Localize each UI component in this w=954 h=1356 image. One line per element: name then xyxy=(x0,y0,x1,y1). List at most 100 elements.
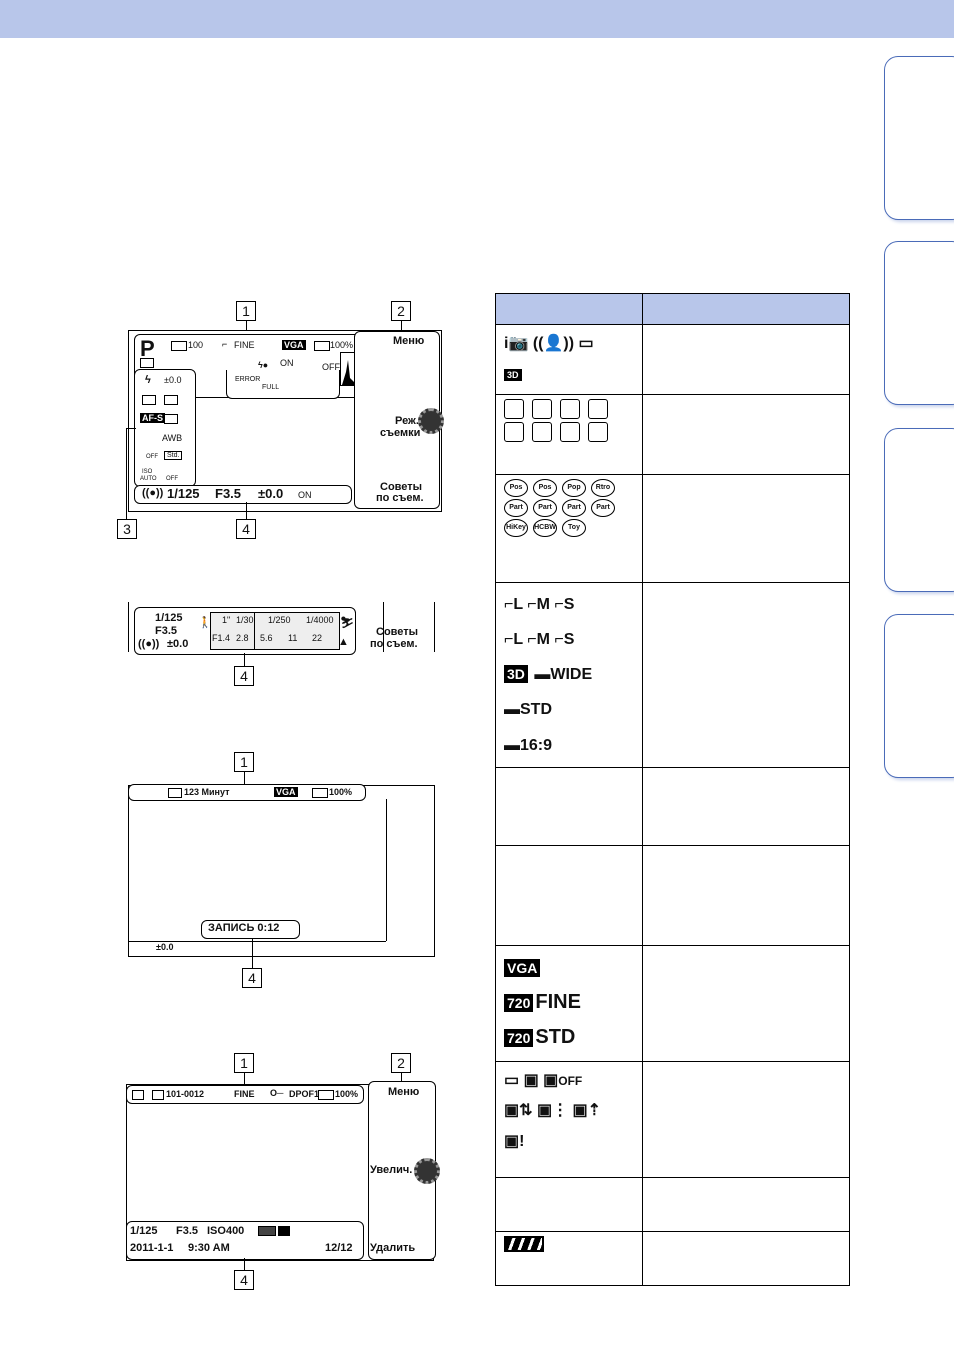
std-icon: STD xyxy=(520,701,552,719)
row-empty xyxy=(495,1176,643,1232)
effect-pill: Toy xyxy=(562,518,586,537)
vga-icon: VGA xyxy=(504,958,541,977)
size-m: M xyxy=(536,595,550,613)
scale-top-1: 1/30 xyxy=(236,615,254,625)
date: 2011-1-1 xyxy=(130,1242,174,1254)
scale-box xyxy=(210,612,340,650)
steady-shot-icon: ((●)) xyxy=(142,487,164,499)
scale-bottom-2: 5.6 xyxy=(260,633,273,643)
callout-4d: 4 xyxy=(234,1270,254,1290)
720-icon: 720 xyxy=(504,993,534,1012)
bottom-info-bar xyxy=(134,485,352,504)
tips-line1-2[interactable]: Советы xyxy=(376,626,419,638)
side-tab-4[interactable] xyxy=(884,614,954,778)
aspect-icon: ⌐ xyxy=(222,339,228,349)
error-label: ERROR xyxy=(235,376,261,383)
creative-style: Std. xyxy=(164,451,183,460)
scale-top-0: 1" xyxy=(222,615,231,625)
time: 9:30 AM xyxy=(188,1242,230,1254)
flash-icon: ϟ● xyxy=(258,360,269,370)
size-m-wide: M xyxy=(536,630,550,648)
row-desc xyxy=(642,324,850,395)
control-wheel-icon-4[interactable] xyxy=(414,1158,440,1184)
aperture-2: F3.5 xyxy=(155,625,178,637)
drive-mode-icon xyxy=(142,395,156,405)
recording-counter: ЗАПИСЬ 0:12 xyxy=(208,922,280,934)
scale-bottom-3: 11 xyxy=(288,633,298,643)
effect-pill: HiKey xyxy=(504,518,528,537)
side-tab-2[interactable] xyxy=(884,241,954,405)
ia-icon: i xyxy=(504,335,509,352)
size-s-wide: S xyxy=(563,630,575,648)
battery-level-4: 100% xyxy=(335,1089,359,1099)
tips-line2-2[interactable]: по съем. xyxy=(370,638,418,650)
tips-line1[interactable]: Советы xyxy=(380,481,423,493)
row-empty xyxy=(495,844,643,946)
3d-icon: 3D xyxy=(504,665,528,684)
playback-bottom-bar xyxy=(126,1221,364,1260)
effect-pill: Pos xyxy=(533,478,557,497)
menu-button-4[interactable]: Меню xyxy=(388,1086,420,1098)
table-row xyxy=(495,844,850,946)
row-desc xyxy=(642,1176,850,1232)
battery-level: 100% xyxy=(330,340,354,350)
effect-pill: Pos xyxy=(504,478,528,497)
landscape-icon: ▲ xyxy=(338,636,349,648)
row-icons: i📷 ((👤)) ▭ 3D xyxy=(495,324,643,395)
movie-size-3: VGA xyxy=(274,787,298,797)
effect-pill: Part xyxy=(533,498,557,517)
delete-button[interactable]: Удалить xyxy=(370,1242,416,1254)
battery-icon-4 xyxy=(318,1090,334,1100)
memory-card-icon-3 xyxy=(168,788,182,798)
fine-label: FINE xyxy=(535,990,581,1013)
wide-icon: WIDE xyxy=(550,666,593,684)
row-empty xyxy=(495,766,643,846)
audio-off-label: OFF xyxy=(322,362,340,372)
header-display xyxy=(495,293,643,325)
protect-icon: O─ xyxy=(270,1088,284,1098)
callout-1d: 1 xyxy=(234,1053,254,1073)
shots-remaining: 100 xyxy=(188,340,204,350)
shutter-speed-2: 1/125 xyxy=(155,612,183,624)
effect-pill: Part xyxy=(591,498,615,517)
row-desc xyxy=(642,473,850,583)
shoot-mode-line2[interactable]: съемки xyxy=(380,427,421,439)
hdr-icon xyxy=(258,1226,276,1236)
table-row: ▭ ▣ ▣OFF ▣⇅ ▣⋮ ▣⇡ ▣! xyxy=(495,1060,850,1178)
tips-line2[interactable]: по съем. xyxy=(376,492,424,504)
size-s: S xyxy=(563,595,575,613)
battery-level-3: 100% xyxy=(329,787,353,797)
callout-1: 1 xyxy=(236,301,256,321)
effect-pill: Rtro xyxy=(591,478,615,497)
movie-top-bar xyxy=(128,784,366,801)
row-desc xyxy=(642,944,850,1062)
table-row xyxy=(495,766,850,846)
settings-column xyxy=(134,369,196,487)
aperture: F3.5 xyxy=(215,486,242,501)
exposure-comp: ±0.0 xyxy=(258,486,284,501)
callout-4c: 4 xyxy=(242,968,262,988)
table-row xyxy=(495,1176,850,1232)
face-detect-icon xyxy=(164,414,178,424)
control-wheel-icon[interactable] xyxy=(418,408,444,434)
side-tab-1[interactable] xyxy=(884,56,954,220)
menu-button[interactable]: Меню xyxy=(393,335,425,347)
flash-mode-icon: ϟ xyxy=(145,374,151,386)
af-on-label: ON xyxy=(280,358,294,368)
iso-line2: AUTO xyxy=(140,476,157,482)
row-desc xyxy=(642,844,850,946)
ev-2: ±0.0 xyxy=(167,638,189,650)
shoot-mode-line1[interactable]: Реж. xyxy=(395,415,419,427)
side-tab-3[interactable] xyxy=(884,428,954,592)
zoom-button[interactable]: Увелич. xyxy=(370,1164,413,1176)
table-row xyxy=(495,1230,850,1286)
nr-off: OFF xyxy=(166,476,178,482)
dro-off: OFF xyxy=(146,454,158,460)
card-icons: ▭ ▣ ▣OFF ▣⇅ ▣⋮ ▣⇡ ▣! xyxy=(495,1060,643,1178)
iso-line1: ISO xyxy=(142,469,153,475)
